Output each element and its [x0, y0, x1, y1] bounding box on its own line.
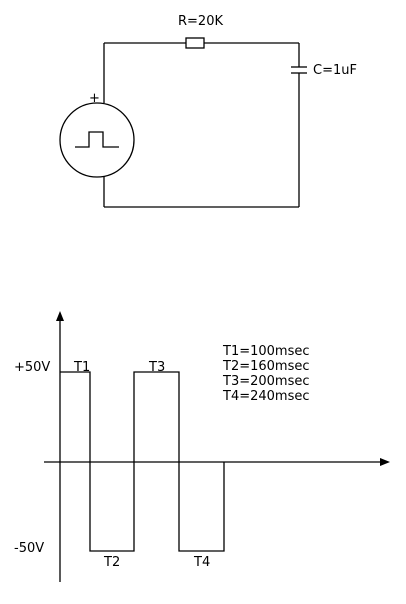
segment-label-t4: T4	[193, 555, 210, 570]
capacitor-label: C=1uF	[313, 63, 357, 78]
timing-legend: T1=100msec T2=160msec T3=200msec T4=240m…	[222, 344, 310, 404]
waveform-axes	[44, 311, 390, 582]
segment-label-t3: T3	[148, 360, 165, 375]
y-low-label: -50V	[14, 541, 44, 556]
segment-label-t2: T2	[103, 555, 120, 570]
timing-t4: T4=240msec	[222, 389, 310, 404]
timing-t2: T2=160msec	[222, 359, 310, 374]
y-axis-arrow-icon	[56, 311, 64, 321]
timing-t3: T3=200msec	[222, 374, 310, 389]
square-wave-trace	[60, 371, 225, 552]
x-axis-arrow-icon	[380, 458, 390, 466]
y-high-label: +50V	[14, 360, 50, 375]
square-pulse-icon	[75, 131, 119, 148]
resistor-label: R=20K	[178, 14, 223, 29]
rc-circuit	[59, 37, 307, 208]
source-polarity-label: +	[89, 91, 100, 106]
timing-t1: T1=100msec	[222, 344, 310, 359]
resistor	[185, 37, 205, 49]
segment-label-t1: T1	[73, 360, 90, 375]
voltage-source	[59, 102, 135, 178]
